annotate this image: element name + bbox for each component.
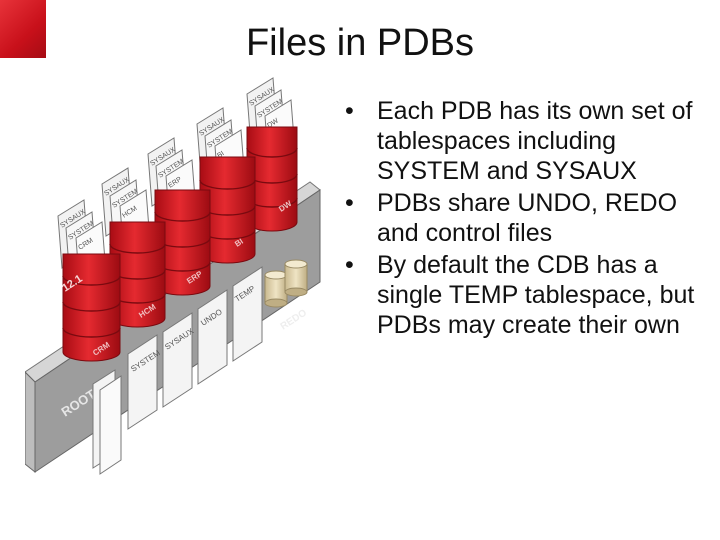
root-file: SYSAUX (162, 312, 196, 408)
pdb-file-label: BI (216, 150, 225, 160)
root-files: SYSTEM SYSAUX UNDO TEMP (92, 266, 263, 475)
bullet-text: By default the CDB has a single TEMP tab… (377, 251, 695, 339)
bullet-dot: • (345, 189, 354, 217)
redo-cylinder (264, 270, 288, 308)
bullet-item: • Each PDB has its own set of tablespaces… (333, 96, 713, 186)
bullet-dot: • (345, 251, 354, 279)
pdb-cylinder-crm: SYSAUX SYSTEM CRM 12.1 CRM (57, 199, 121, 362)
root-file: TEMP (232, 266, 263, 362)
redo-cylinder (284, 259, 308, 297)
pdb-cylinder-dw: SYSAUX SYSTEM DW DW (246, 77, 298, 232)
pdb-label: BI (233, 237, 245, 249)
bullet-list: • Each PDB has its own set of tablespaces… (333, 96, 713, 342)
pdb-cylinder-erp: SYSAUX SYSTEM ERP ERP (147, 137, 211, 296)
pdb-cylinder-bi: SYSAUX SYSTEM BI BI (196, 107, 256, 264)
bullet-item: • By default the CDB has a single TEMP ta… (333, 250, 713, 340)
bullet-dot: • (345, 97, 354, 125)
redo-label: REDO (279, 307, 309, 332)
bullet-text: PDBs share UNDO, REDO and control files (377, 189, 678, 247)
multitenant-diagram: ROOT SYSTEM SYSAUX UNDO TEMP (24, 72, 330, 517)
multitenant-diagram-svg: ROOT SYSTEM SYSAUX UNDO TEMP (24, 77, 321, 475)
redo-logs: REDO (264, 259, 309, 333)
root-file: SYSTEM (127, 334, 162, 430)
root-file (92, 369, 122, 475)
bullet-item: • PDBs share UNDO, REDO and control files (333, 188, 713, 248)
root-file: UNDO (197, 289, 228, 385)
bullet-text: Each PDB has its own set of tablespaces … (377, 97, 693, 185)
slide-title: Files in PDBs (245, 22, 475, 64)
brand-corner-block (0, 0, 46, 58)
